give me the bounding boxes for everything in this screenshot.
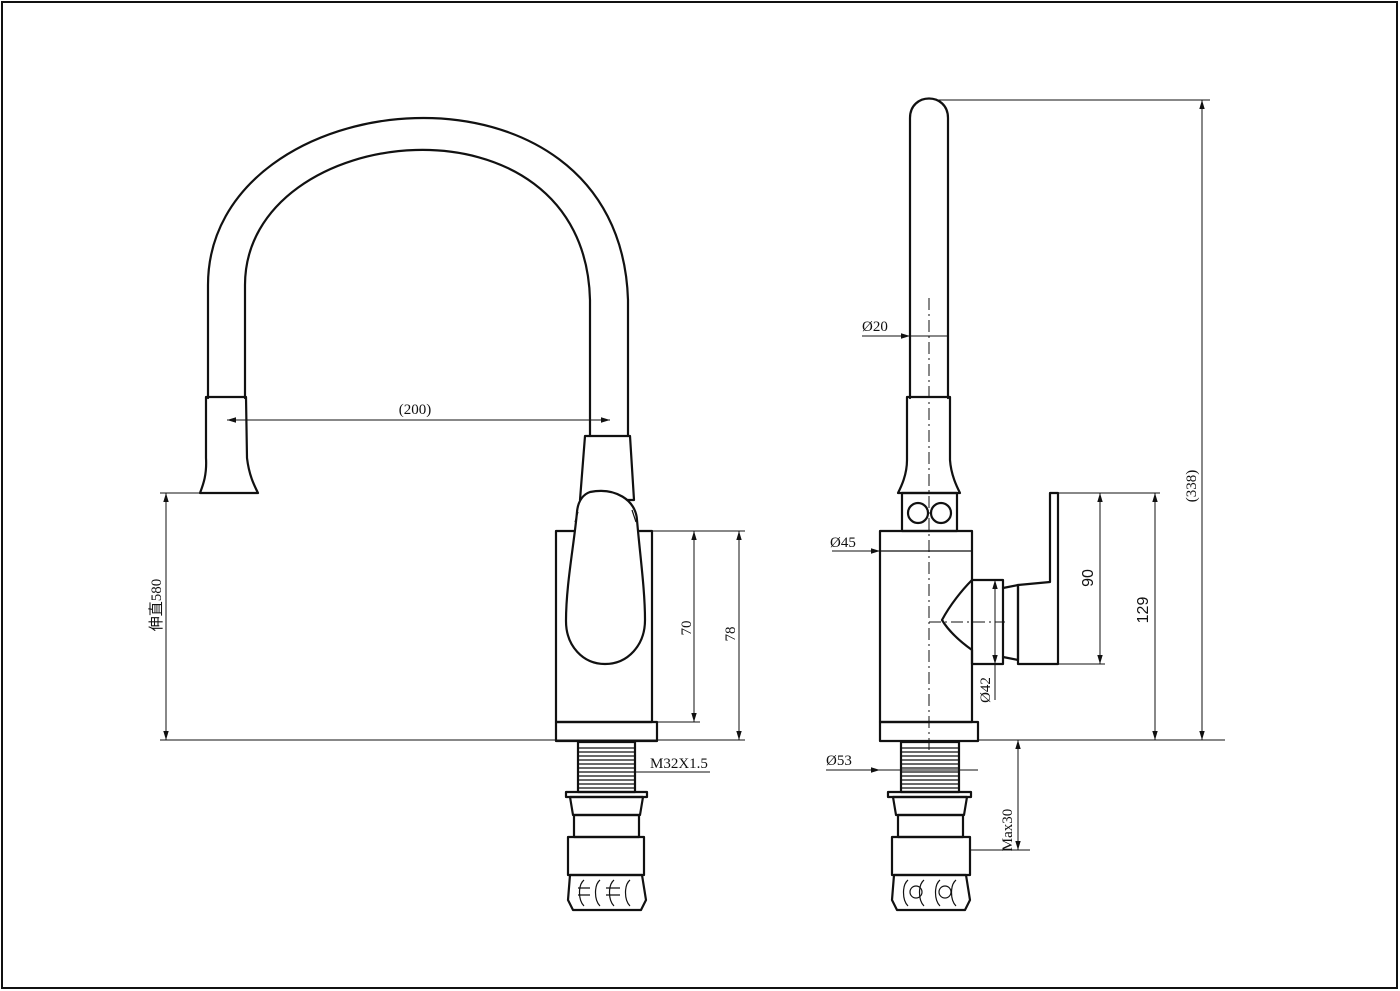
side-dim-overall-height: (338): [1184, 470, 1200, 503]
front-hose-fitting-detail: [578, 879, 631, 907]
front-spout-joint: [578, 434, 636, 502]
side-washer: [886, 790, 973, 799]
front-base-flange: [554, 720, 659, 743]
front-dim-reach: (200): [399, 402, 432, 418]
side-spout: [908, 97, 950, 400]
front-thread-lines: [578, 747, 635, 789]
side-handle-cartridge: [940, 578, 1005, 666]
front-nut: [568, 795, 645, 817]
front-lever-top: [574, 509, 637, 523]
front-connector: [566, 835, 646, 877]
front-lower-shank: [572, 813, 641, 839]
side-hose-fitting-detail: [902, 879, 957, 907]
side-body: [878, 529, 974, 724]
side-dim-max30: Max30: [1000, 809, 1016, 852]
side-dim-base-diameter: Ø53: [826, 753, 852, 769]
front-spray-head: [198, 395, 260, 495]
front-spout-inner: [243, 148, 592, 438]
front-view: (200) 伸直580 70 78 M32X1.5: [148, 117, 745, 912]
side-nut: [891, 795, 969, 817]
side-dim-handle-diameter: Ø42: [978, 677, 994, 703]
front-thread-label: M32X1.5: [650, 756, 708, 772]
front-dim-78: 78: [723, 627, 739, 642]
front-spout-outer: [206, 117, 630, 438]
side-spray-head: [896, 395, 962, 495]
front-dim-extended: 伸直580: [148, 579, 165, 632]
side-swivel-bolt-left: [906, 501, 930, 525]
side-handle-lever: [1016, 491, 1060, 666]
side-hose-fittings: [890, 873, 972, 912]
side-lower-shank: [896, 813, 965, 839]
side-swivel-bolt-right: [929, 501, 953, 525]
side-handle-neck: [1001, 583, 1020, 662]
front-dim-70: 70: [679, 621, 695, 636]
side-connector: [890, 835, 972, 877]
front-hose-fittings: [566, 873, 648, 912]
side-thread-lines: [901, 747, 959, 789]
side-view: Ø20 Ø45 Ø42 Ø53 90 129 (338) Max30: [826, 97, 1225, 912]
side-dim-handle-height: 90: [1080, 569, 1097, 587]
front-washer: [564, 790, 649, 799]
side-dim-spout-diameter: Ø20: [862, 319, 888, 335]
front-lever-handle: [564, 489, 647, 666]
side-dim-handle-total: 129: [1135, 597, 1152, 624]
side-dim-body-diameter: Ø45: [830, 535, 856, 551]
